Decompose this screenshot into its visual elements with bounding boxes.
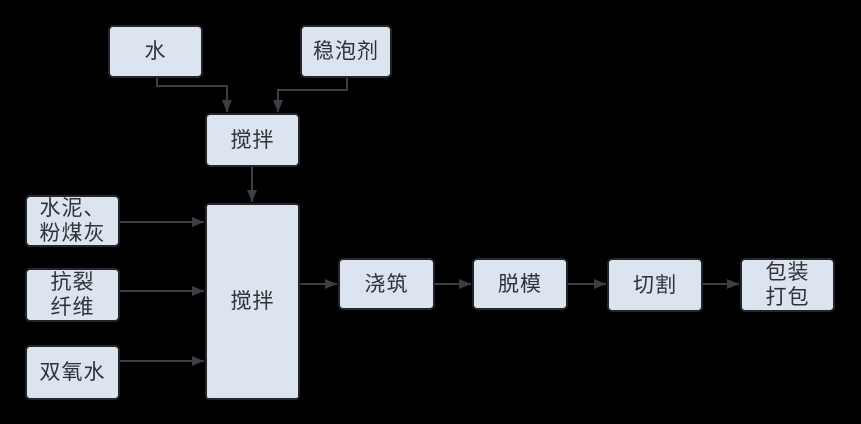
node-water: 水 [108,25,203,78]
node-foam-stabilizer-label: 稳泡剂 [313,39,379,64]
node-premix-stir-label: 搅拌 [230,127,275,152]
node-premix-stir: 搅拌 [205,113,300,167]
node-cement-flyash-label: 水泥、 粉煤灰 [39,196,106,245]
node-demolding: 脱模 [472,258,568,310]
node-cutting-label: 切割 [633,272,677,297]
node-hydrogen-peroxide: 双氧水 [25,345,120,400]
connector-stabilizer-to-premix [273,78,348,112]
node-packaging: 包装 打包 [740,258,835,312]
node-pouring-label: 浇筑 [364,271,409,296]
connector-water-to-premix [156,78,232,112]
node-anticrack-fiber-label: 抗裂 纤维 [50,270,95,319]
node-cutting: 切割 [607,258,703,312]
node-water-label: 水 [144,39,167,64]
node-pouring: 浇筑 [338,258,435,310]
node-hydrogen-peroxide-label: 双氧水 [39,360,106,385]
node-mixing: 搅拌 [205,203,300,400]
node-packaging-label: 包装 打包 [765,260,810,309]
node-mixing-label: 搅拌 [230,289,275,314]
node-anticrack-fiber: 抗裂 纤维 [25,268,120,322]
node-foam-stabilizer: 稳泡剂 [300,25,392,78]
node-demolding-label: 脱模 [498,271,542,296]
node-cement-flyash: 水泥、 粉煤灰 [25,195,120,247]
